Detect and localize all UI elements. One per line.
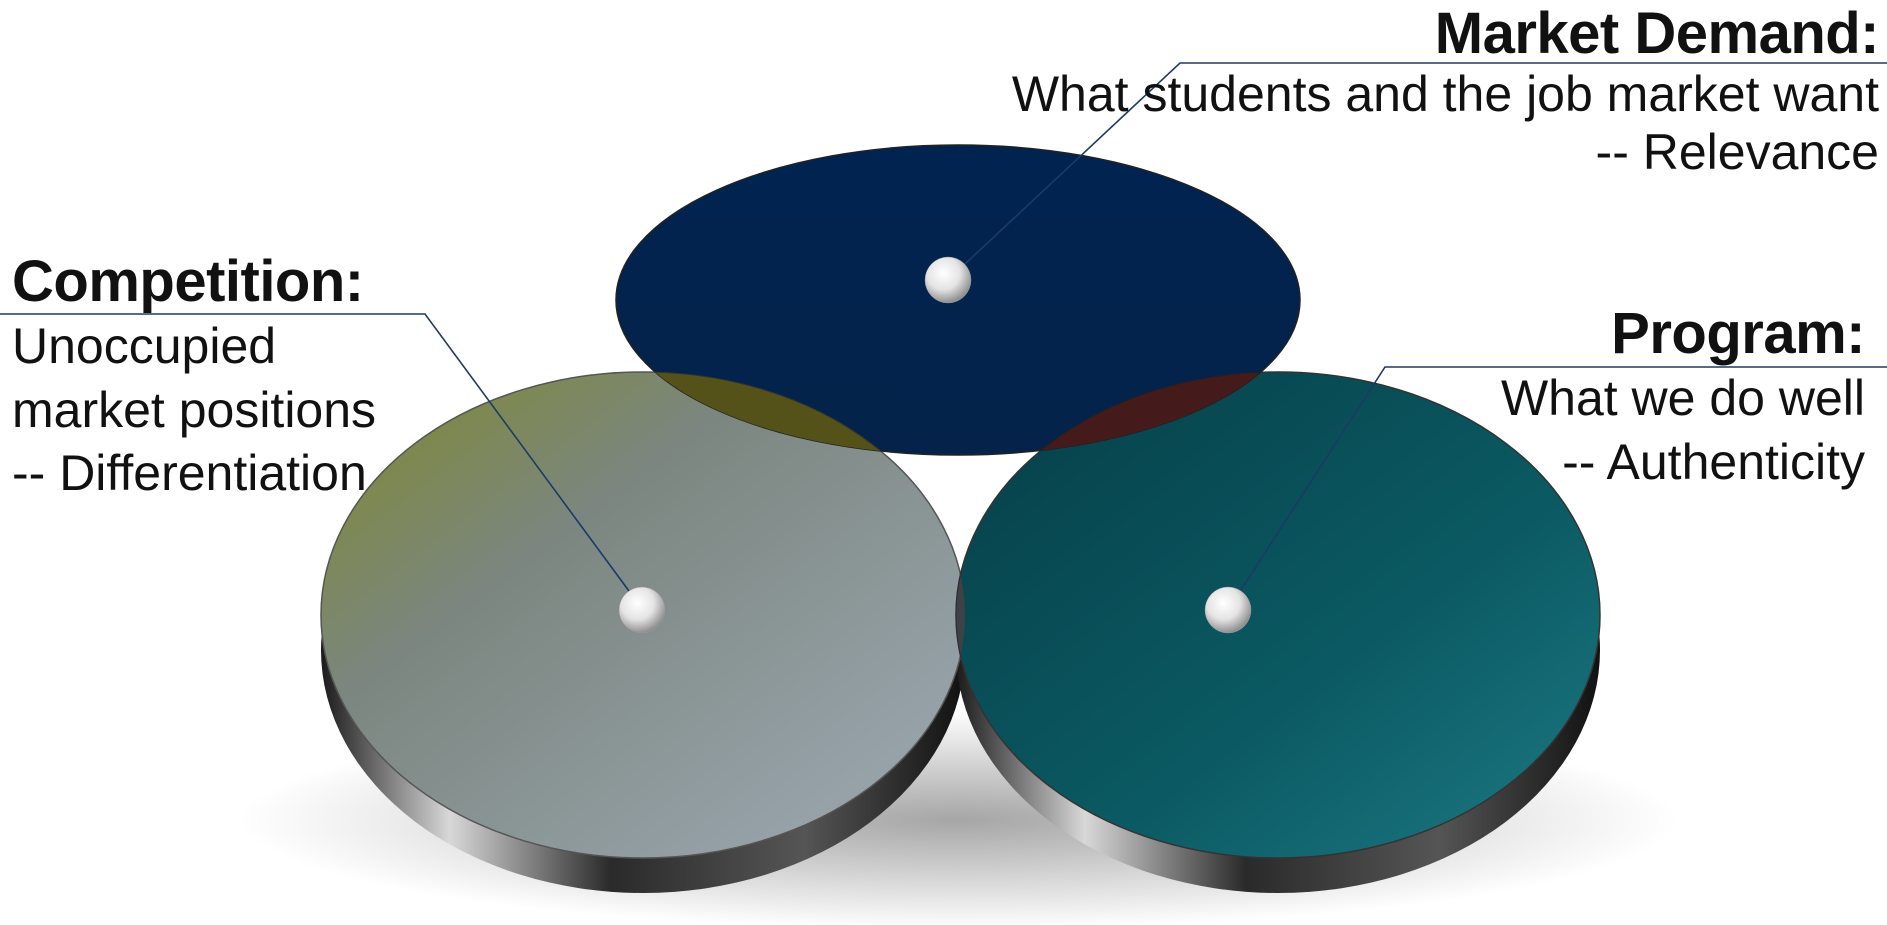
market-demand-description: What students and the job market want <box>1011 66 1879 123</box>
market-demand-title: Market Demand: <box>1434 1 1880 66</box>
competition-keyword: -- Differentiation <box>12 445 367 502</box>
competition-program-overlap <box>955 372 965 858</box>
program-label: Program: What we do well -- Authenticity <box>1500 300 1866 494</box>
market-demand-leader-line <box>949 62 1887 279</box>
market-demand-label: Market Demand: What students and the job… <box>1011 0 1880 181</box>
competition-leader-line <box>0 313 644 611</box>
program-title: Program: <box>1611 301 1865 366</box>
competition-marker <box>618 586 666 634</box>
program-keyword: -- Authenticity <box>1562 433 1865 490</box>
market-demand-marker <box>924 256 972 304</box>
competition-label: Competition: Unoccupied market positions… <box>12 248 376 506</box>
competition-description-1: Unoccupied <box>12 318 277 375</box>
competition-title: Competition: <box>12 249 364 314</box>
market-demand-keyword: -- Relevance <box>1595 124 1879 181</box>
program-leader-line <box>1227 366 1887 611</box>
program-marker <box>1204 586 1252 634</box>
program-description: What we do well <box>1500 370 1865 427</box>
competition-description-2: market positions <box>12 381 377 438</box>
